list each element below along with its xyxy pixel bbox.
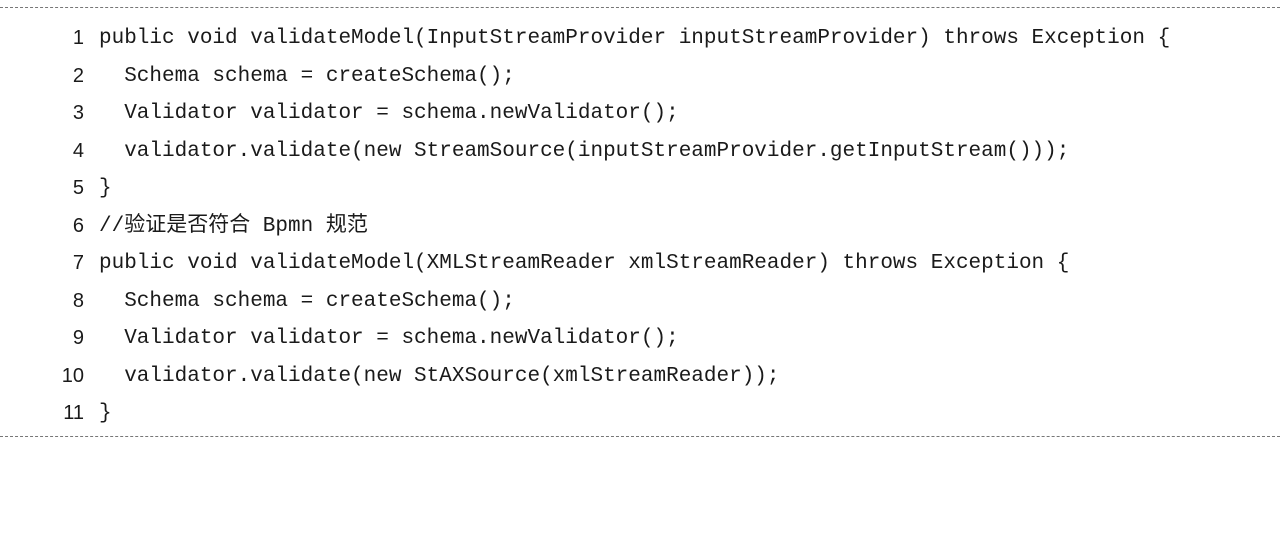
line-code: validator.validate(new StAXSource(xmlStr… bbox=[99, 364, 780, 388]
line-number: 10 bbox=[61, 364, 84, 387]
line-code: public void validateModel(InputStreamPro… bbox=[99, 27, 1171, 50]
line-number: 3 bbox=[72, 102, 84, 124]
line-number: 6 bbox=[72, 214, 84, 237]
line-number: 11 bbox=[63, 402, 84, 424]
code-line: 10 validator.validate(new StAXSource(xml… bbox=[0, 358, 1280, 396]
line-number: 4 bbox=[72, 139, 84, 162]
line-number: 1 bbox=[72, 27, 84, 49]
code-line: 8 Schema schema = createSchema(); bbox=[0, 283, 1280, 321]
line-number: 5 bbox=[72, 177, 84, 199]
line-number: 8 bbox=[72, 289, 84, 312]
line-code: validator.validate(new StreamSource(inpu… bbox=[99, 139, 1070, 163]
code-line: 9 Validator validator = schema.newValida… bbox=[0, 320, 1280, 358]
line-code: } bbox=[99, 402, 112, 425]
code-line: 3 Validator validator = schema.newValida… bbox=[0, 95, 1280, 133]
code-line: 4 validator.validate(new StreamSource(in… bbox=[0, 133, 1280, 171]
line-code: //验证是否符合 Bpmn 规范 bbox=[99, 214, 368, 238]
code-line: 6 //验证是否符合 Bpmn 规范 bbox=[0, 208, 1280, 246]
line-number: 2 bbox=[72, 64, 84, 87]
code-line: 2 Schema schema = createSchema(); bbox=[0, 58, 1280, 96]
line-code: Validator validator = schema.newValidato… bbox=[99, 327, 679, 350]
line-code: public void validateModel(XMLStreamReade… bbox=[99, 252, 1070, 275]
line-number: 7 bbox=[72, 252, 84, 274]
code-line: 5 } bbox=[0, 170, 1280, 208]
code-line: 7 public void validateModel(XMLStreamRea… bbox=[0, 245, 1280, 283]
code-line: 1 public void validateModel(InputStreamP… bbox=[0, 20, 1280, 58]
line-code: Schema schema = createSchema(); bbox=[99, 64, 515, 88]
line-code: Validator validator = schema.newValidato… bbox=[99, 102, 679, 125]
line-number: 9 bbox=[72, 327, 84, 349]
line-code: } bbox=[99, 177, 112, 200]
code-listing: 1 public void validateModel(InputStreamP… bbox=[0, 7, 1280, 437]
code-line: 11 } bbox=[0, 395, 1280, 433]
code-lines: 1 public void validateModel(InputStreamP… bbox=[0, 20, 1280, 433]
line-code: Schema schema = createSchema(); bbox=[99, 289, 515, 313]
